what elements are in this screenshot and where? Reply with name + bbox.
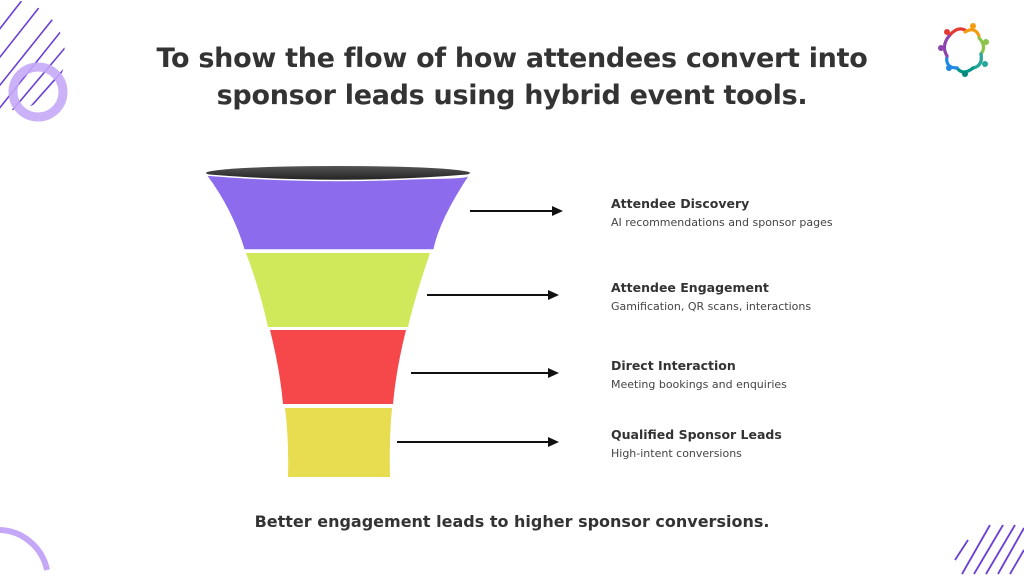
stage-qualified-sponsor-leads: Qualified Sponsor Leads High-intent conv…	[611, 427, 782, 460]
stage-description: High-intent conversions	[611, 447, 742, 460]
arrows	[397, 206, 563, 447]
stage-title: Qualified Sponsor Leads	[611, 427, 782, 442]
page-title: To show the flow of how attendees conver…	[0, 40, 1024, 114]
logo-icon	[938, 23, 989, 77]
footer-caption: Better engagement leads to higher sponso…	[254, 512, 770, 531]
stage-description: Gamification, QR scans, interactions	[611, 300, 812, 313]
stage-title: Direct Interaction	[611, 358, 736, 373]
funnel-band-2	[246, 253, 430, 327]
funnel-band-3	[270, 330, 406, 404]
title-line-2: sponsor leads using hybrid event tools.	[216, 80, 808, 111]
stage-attendee-discovery: Attendee Discovery AI recommendations an…	[611, 196, 833, 229]
ring-decoration-bottom-left	[0, 527, 50, 571]
ring-decoration-top-left	[8, 62, 68, 122]
stage-description: AI recommendations and sponsor pages	[611, 216, 833, 229]
stripes-decoration-bottom-right	[954, 524, 1024, 575]
funnel-band-1	[204, 172, 471, 251]
funnel	[204, 166, 471, 477]
funnel-rim	[206, 166, 470, 180]
funnel-band-4	[285, 408, 392, 477]
stage-description: Meeting bookings and enquiries	[611, 378, 787, 391]
title-line-1: To show the flow of how attendees conver…	[156, 43, 868, 74]
stage-direct-interaction: Direct Interaction Meeting bookings and …	[611, 358, 787, 391]
stage-title: Attendee Discovery	[611, 196, 750, 211]
stage-attendee-engagement: Attendee Engagement Gamification, QR sca…	[611, 280, 811, 313]
stage-title: Attendee Engagement	[611, 280, 769, 295]
